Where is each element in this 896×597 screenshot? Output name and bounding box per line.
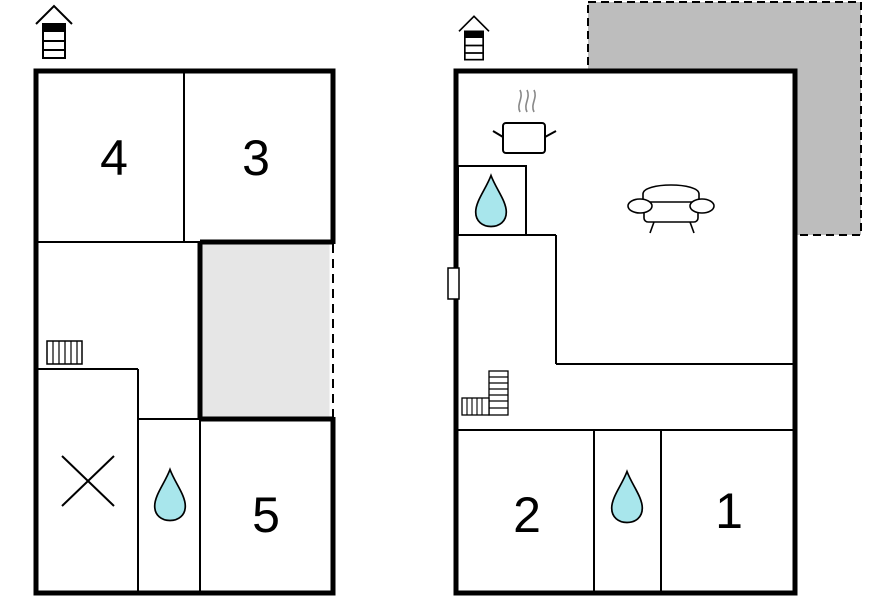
entrance-icon (458, 15, 490, 61)
radiator-icon (461, 397, 490, 416)
left-floor: 4 3 5 (33, 5, 337, 596)
room-label: 5 (252, 487, 280, 543)
radiator-icon (46, 340, 83, 365)
cooking-pot-icon (492, 89, 557, 154)
room-label: 4 (100, 130, 128, 186)
right-floor: 2 1 (447, 1, 862, 596)
staircase-icon (488, 370, 509, 416)
no-access-icon (61, 455, 115, 507)
room-label: 2 (513, 487, 541, 543)
right-outer-wall (453, 68, 798, 596)
water-drop-icon (153, 468, 187, 522)
water-drop-icon (474, 174, 508, 228)
room-label: 3 (242, 130, 270, 186)
window-icon (447, 267, 460, 300)
room-label: 1 (715, 483, 743, 539)
water-drop-icon (610, 470, 644, 524)
entrance-icon (35, 5, 73, 59)
sofa-icon (627, 184, 715, 234)
terrace-area (587, 1, 862, 236)
balcony-area (200, 242, 333, 419)
